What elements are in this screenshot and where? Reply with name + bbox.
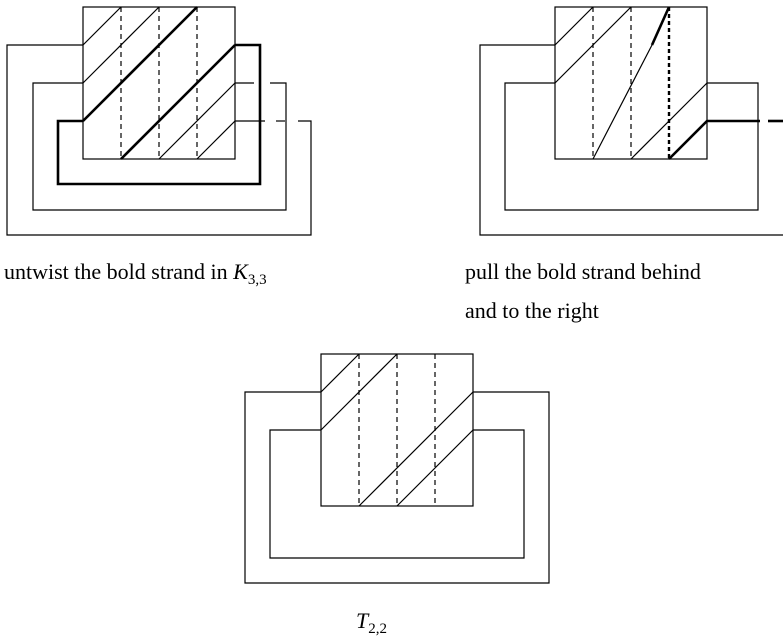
panel-2-bold-strand bbox=[650, 6, 671, 46]
panel-3-strand bbox=[320, 353, 360, 393]
panel-3-loop bbox=[244, 391, 550, 584]
panel-3-caption-symbol: T bbox=[356, 608, 369, 633]
panel-3-caption-subscript: 2,2 bbox=[368, 621, 387, 637]
panel-1-caption-text: untwist the bold strand in bbox=[4, 259, 234, 284]
panel-2-strand bbox=[554, 6, 632, 84]
panel-2-caption-line-2: and to the right bbox=[465, 298, 599, 323]
panel-1-caption-subscript: 3,3 bbox=[247, 272, 267, 288]
panel-2-loop bbox=[479, 44, 783, 236]
panel-3-caption: T2,2 bbox=[356, 606, 387, 644]
panel-1-bold-strand bbox=[120, 44, 236, 160]
panel-1-strand bbox=[82, 6, 160, 84]
panel-1-caption-symbol: K bbox=[233, 259, 248, 284]
panel-3-strand bbox=[358, 391, 474, 507]
panel-2-knot-diagram bbox=[479, 6, 783, 236]
panel-3-strand bbox=[320, 353, 398, 431]
panel-3-loop bbox=[269, 429, 525, 559]
panel-3-strand bbox=[396, 429, 474, 507]
panel-2-caption-line-1: pull the bold strand behind bbox=[465, 259, 701, 284]
panel-2-strand bbox=[592, 44, 653, 160]
panel-1-strand bbox=[158, 82, 236, 160]
panel-2-bold-strand bbox=[668, 119, 760, 160]
panel-1-bold-strand bbox=[56, 43, 262, 186]
panel-2-loop bbox=[504, 82, 759, 211]
panel-3-knot-diagram bbox=[244, 353, 550, 584]
panel-1-strand bbox=[82, 6, 122, 46]
panel-2-strand bbox=[554, 6, 594, 46]
panel-1-knot-diagram bbox=[6, 6, 312, 236]
panel-1-strand bbox=[196, 120, 236, 160]
panel-2-strand bbox=[630, 82, 708, 160]
panel-1-loop bbox=[6, 44, 312, 236]
panel-1-caption: untwist the bold strand in K3,3 bbox=[4, 257, 267, 295]
panel-1-bold-strand bbox=[82, 6, 198, 122]
panel-1-loop bbox=[32, 82, 287, 211]
